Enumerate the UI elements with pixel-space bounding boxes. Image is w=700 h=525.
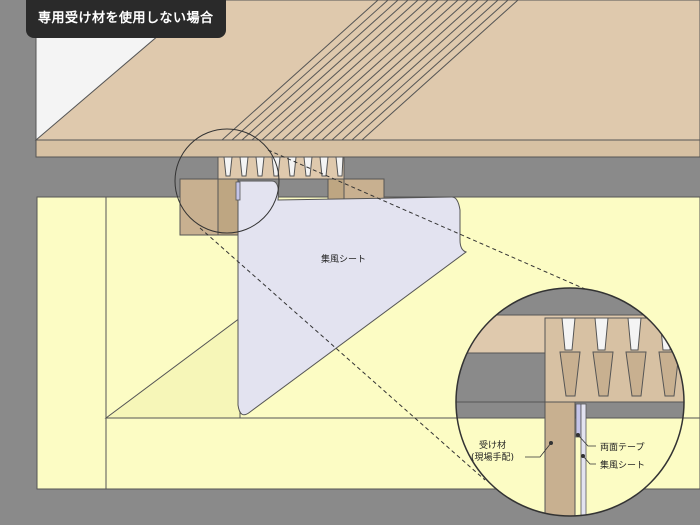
magnify-source-circle — [174, 128, 280, 234]
receiver-timber — [544, 401, 576, 516]
double-tape-main — [235, 181, 241, 201]
roof-board-edge — [35, 139, 700, 158]
double-tape-label: 両面テープ — [600, 442, 644, 453]
vent-slats — [221, 0, 519, 141]
receiver-label-line2: (現場手配) — [471, 451, 514, 463]
magnify-leader-bottom — [199, 227, 486, 481]
sheet-detail — [580, 403, 587, 516]
magnify-leader-top — [267, 149, 611, 301]
double-tape-detail — [575, 403, 582, 438]
sheet-label-main: 集風シート — [321, 253, 366, 265]
magnify-detail-circle — [455, 287, 685, 517]
receiver-label-line1: 受け材 — [479, 439, 506, 451]
detail-view: 受け材 (現場手配) 両面テープ 集風シート — [455, 287, 685, 517]
page-title: 専用受け材を使用しない場合 — [26, 0, 226, 38]
vent-strip — [217, 156, 345, 180]
sheet-label-detail: 集風シート — [600, 459, 645, 471]
